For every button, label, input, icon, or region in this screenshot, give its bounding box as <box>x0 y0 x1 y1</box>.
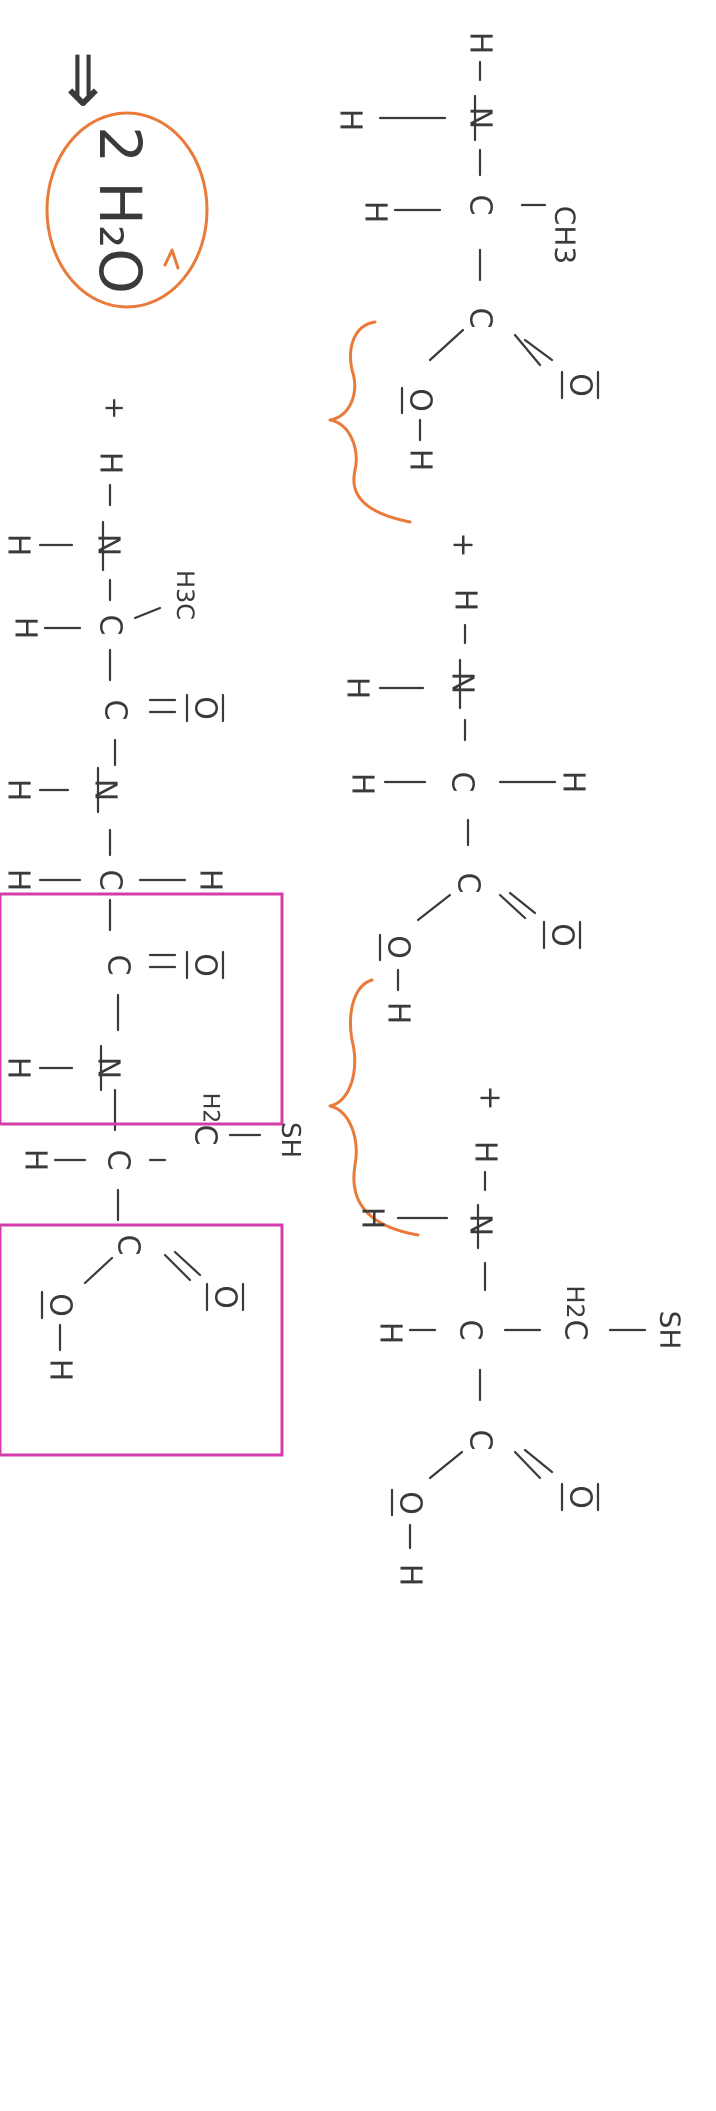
atom-c: C <box>451 873 486 894</box>
atom-o: O <box>208 1285 243 1309</box>
alanine-methyl-product: H3C <box>171 570 199 620</box>
cysteine-thiol: SH <box>654 1311 687 1350</box>
bond-line <box>498 893 527 920</box>
atom-c: C <box>93 615 128 636</box>
atom-n: N <box>91 534 126 556</box>
atom-o: O <box>188 696 223 720</box>
alanine-methyl: CH3 <box>549 206 582 264</box>
bond-line <box>173 1250 202 1277</box>
plus-sign: + <box>446 532 481 557</box>
atom-h: H <box>18 1149 53 1172</box>
water-label: 2 H₂O <box>86 126 154 294</box>
atom-h: H <box>345 773 380 796</box>
atom-h: H <box>358 201 393 224</box>
atom-h: H <box>381 1002 416 1025</box>
atom-o: O <box>403 388 438 412</box>
atom-o: O <box>563 1485 598 1509</box>
bond-lines <box>38 60 647 1550</box>
atom-h: H <box>193 869 228 892</box>
atom-h: H <box>373 1322 408 1345</box>
orange-brace-2 <box>328 978 420 1237</box>
bond-line <box>163 1253 192 1282</box>
atom-n: N <box>88 779 123 801</box>
marker-annotations <box>0 111 420 1457</box>
atom-h: H <box>556 771 591 794</box>
atom-o: O <box>393 1491 428 1515</box>
atom-n: N <box>91 1057 126 1079</box>
atom-o: O <box>43 1293 78 1317</box>
bond-line <box>513 1450 542 1480</box>
peptide-bond-box-1 <box>0 892 284 1126</box>
atom-c: C <box>463 195 498 216</box>
atom-h: H <box>93 452 128 475</box>
atom-c: C <box>93 870 128 891</box>
atom-h: H <box>1 534 36 557</box>
bond-line <box>513 333 542 367</box>
cysteine-ch2-h2-product: H2 <box>198 1093 223 1124</box>
atom-h: H <box>468 1141 503 1164</box>
peptide-bond-box-2 <box>0 1223 284 1457</box>
water-circle <box>45 111 209 309</box>
atom-h: H <box>448 589 483 612</box>
alanine-oh-bond <box>428 328 465 362</box>
atom-h: H <box>333 109 368 132</box>
atom-n: N <box>445 672 480 694</box>
cysteine-thiol-product: SH <box>275 1122 305 1158</box>
atom-h: H <box>340 677 375 700</box>
atom-o: O <box>563 373 598 397</box>
atom-c: C <box>463 308 498 329</box>
glycine-oh-bond <box>416 893 452 922</box>
atom-c: C <box>453 1320 488 1341</box>
atom-c: C <box>111 1235 146 1256</box>
bond-line <box>508 891 537 915</box>
atom-h: H <box>1 779 36 802</box>
plus-sign: + <box>473 1085 508 1110</box>
bond-line <box>523 1448 554 1474</box>
plus-sign: + <box>99 396 132 419</box>
atom-o: O <box>381 935 416 959</box>
atom-n: N <box>463 107 498 129</box>
atom-c: C <box>98 700 133 721</box>
atom-c: C <box>445 772 480 793</box>
atom-o: O <box>545 923 580 947</box>
atom-h: H <box>355 1207 390 1230</box>
atom-c: C <box>463 1430 498 1451</box>
yields-arrow: ⇒ <box>44 51 126 110</box>
atom-h: H <box>1 1057 36 1080</box>
water-circle-tail <box>163 248 180 270</box>
atom-n: N <box>463 1214 498 1236</box>
atom-h: H <box>403 449 438 472</box>
bond-line <box>133 606 162 620</box>
orange-brace-1 <box>328 320 412 524</box>
atom-o: O <box>188 953 223 977</box>
bond-line <box>523 338 554 362</box>
atom-h: H <box>1 869 36 892</box>
tripeptide-oh-bond <box>83 1256 114 1285</box>
atom-h: H <box>8 617 43 640</box>
atom-c: C <box>101 955 136 976</box>
cysteine-oh-bond <box>428 1450 464 1480</box>
atom-h: H <box>43 1359 78 1382</box>
atom-c: C <box>558 1320 593 1341</box>
cysteine-ch2-h2: H2 <box>561 1285 589 1318</box>
atom-c: C <box>101 1150 136 1171</box>
atom-c: C <box>188 1125 223 1146</box>
atom-h: H <box>393 1564 428 1587</box>
atom-h: H <box>463 32 498 55</box>
